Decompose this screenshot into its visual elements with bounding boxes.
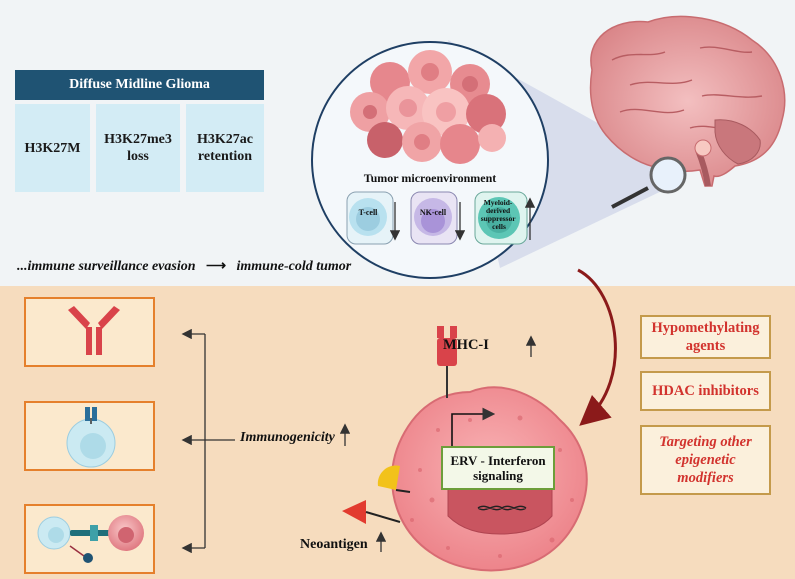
antibody-icon (68, 306, 120, 355)
mdsc-label: Myeloid- derived suppressor cells (481, 198, 518, 231)
magnifier-icon (611, 156, 687, 209)
neoantigen-icon (342, 465, 411, 524)
nk-cell-box (410, 191, 466, 245)
cell-interaction-icon (37, 515, 144, 563)
neoantigen-label: Neoantigen (300, 537, 368, 552)
mhc-i-label: MHC-I (443, 337, 489, 353)
transcription-arrow (451, 407, 496, 446)
cell-h3k27ac-retention: H3K27ac retention (186, 104, 264, 192)
erv-interferon-box: ERV - Interferon signaling (441, 446, 555, 490)
tumor-dots (410, 415, 574, 558)
evasion-right-text: immune-cold tumor (236, 259, 352, 274)
mdsc-box (474, 191, 536, 245)
therapy-hdac-inhibitors: HDAC inhibitors (640, 371, 771, 411)
t-cell-label: T-cell (359, 208, 379, 217)
dmg-title: Diffuse Midline Glioma (15, 70, 264, 100)
cell-h3k27m: H3K27M (15, 104, 90, 192)
mhc-i-icon (437, 326, 457, 398)
immunogenicity-bracket (181, 328, 235, 554)
brain-icon (589, 15, 786, 187)
dna-icon (477, 505, 527, 511)
nk-cell-label: NK-cell (420, 208, 447, 217)
immunogenicity-label: Immunogenicity (240, 430, 335, 445)
evasion-left-text: ...immune surveillance evasion (17, 259, 196, 274)
t-cell-box (346, 191, 401, 245)
therapy-other-epigenetic: Targeting other epigenetic modifiers (640, 425, 771, 495)
therapy-hypomethylating: Hypomethylating agents (640, 315, 771, 359)
immune-cell-icon (66, 407, 116, 468)
evasion-statement: ...immune surveillance evasion ⟶ immune-… (17, 258, 351, 275)
arrow-right-icon: ⟶ (205, 259, 227, 274)
therapy-curved-arrow (577, 268, 617, 426)
cell-h3k27me3-loss: H3K27me3 loss (96, 104, 180, 192)
tumor-cells-cluster (350, 50, 506, 164)
microenvironment-title: Tumor microenvironment (364, 171, 497, 185)
